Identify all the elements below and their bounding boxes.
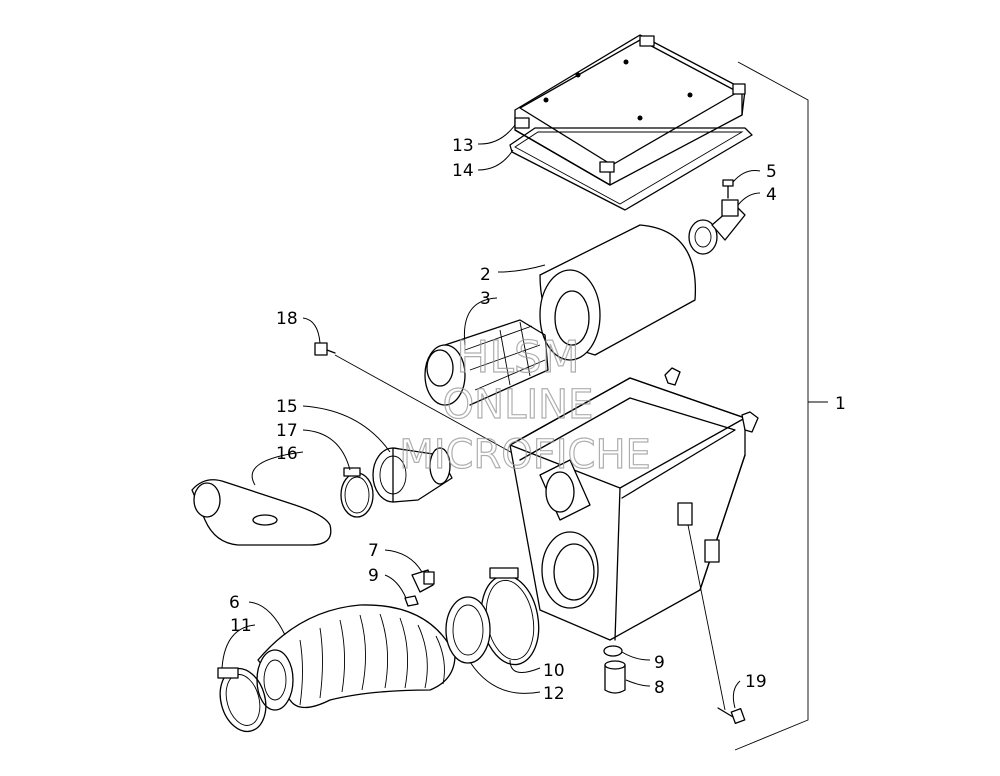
intake-bellows-6 — [256, 604, 456, 711]
watermark-line-1: HLSM — [456, 332, 580, 383]
callout-10: 10 — [543, 661, 565, 681]
callout-15: 15 — [276, 397, 298, 417]
watermark-line-2: ONLINE — [443, 382, 594, 428]
part-8-cap — [604, 660, 626, 694]
part-9-clip-upper — [404, 595, 419, 607]
callout-3: 3 — [480, 289, 491, 309]
assembly-line-19 — [687, 524, 726, 711]
callout-11: 11 — [230, 616, 252, 636]
callout-14: 14 — [452, 161, 474, 181]
part-bolt-19 — [717, 707, 746, 724]
callout-18: 18 — [276, 309, 298, 329]
callout-1: 1 — [835, 394, 846, 414]
callout-5: 5 — [766, 162, 777, 182]
filter-cage — [424, 319, 549, 406]
callout-4: 4 — [766, 185, 777, 205]
assembly-line-18 — [334, 354, 526, 461]
clamp-11 — [217, 667, 267, 733]
callout-2: 2 — [480, 265, 491, 285]
airbox-housing — [509, 367, 759, 641]
callout-7: 7 — [368, 541, 379, 561]
assembly-bracket — [734, 61, 828, 751]
intake-duct-16 — [191, 479, 332, 546]
part-9-clip-lower — [603, 645, 623, 657]
callout-9-upper: 9 — [368, 566, 379, 586]
callout-8: 8 — [654, 678, 665, 698]
callout-13: 13 — [452, 136, 474, 156]
air-filter — [539, 224, 697, 361]
callout-16: 16 — [276, 444, 298, 464]
intake-boot-15 — [372, 447, 453, 503]
callout-19: 19 — [745, 672, 767, 692]
watermark-line-3: MICROFICHE — [399, 432, 651, 478]
callout-labels: 1 2 3 4 5 6 7 8 9 9 10 11 12 13 14 15 16… — [229, 136, 846, 704]
callout-9-lower: 9 — [654, 653, 665, 673]
callout-12: 12 — [543, 684, 565, 704]
part-fitting — [688, 199, 746, 255]
clamp-17 — [340, 467, 374, 518]
part-7-fitting — [411, 569, 435, 593]
leader-lines — [221, 124, 761, 709]
watermark: HLSM ONLINE MICROFICHE — [399, 331, 652, 478]
callout-6: 6 — [229, 593, 240, 613]
part-screw-18 — [314, 342, 336, 356]
part-screw-5 — [722, 179, 734, 199]
callout-17: 17 — [276, 421, 298, 441]
airbox-lid — [514, 34, 746, 186]
screen-12 — [445, 596, 491, 664]
